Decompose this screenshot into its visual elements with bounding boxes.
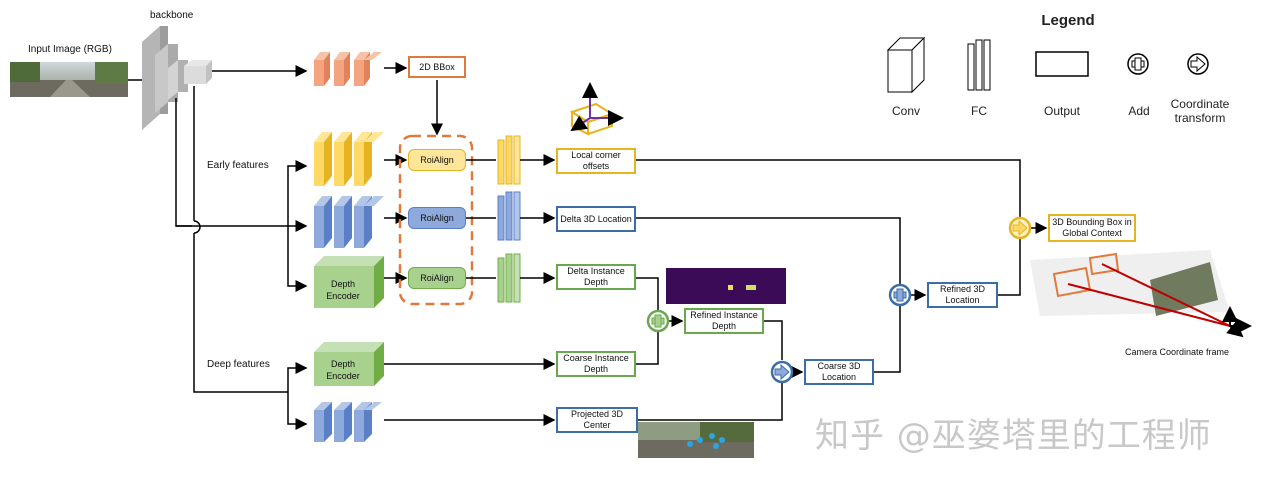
fc-yellow bbox=[497, 135, 521, 185]
conv-orange bbox=[314, 52, 382, 86]
line-center-transform bbox=[638, 382, 783, 421]
backbone-blocks bbox=[142, 26, 212, 130]
fc-green bbox=[497, 253, 521, 303]
arrow-early-yellow bbox=[287, 160, 308, 226]
line-local-to-transform bbox=[636, 159, 1021, 217]
roialign-yellow: RoiAlign bbox=[408, 149, 466, 171]
projected-center-image bbox=[638, 422, 754, 458]
legend-add-label: Add bbox=[1128, 104, 1150, 118]
line-refined-loc-transform bbox=[998, 239, 1021, 296]
early-features-label: Early features bbox=[207, 160, 269, 171]
delta-location-output: Delta 3D Location bbox=[556, 206, 636, 232]
projected-center-output: Projected 3D Center bbox=[556, 407, 638, 433]
final-3d-box-output: 3D Bounding Box in Global Context bbox=[1048, 214, 1136, 242]
corner-cube-icon bbox=[569, 82, 624, 136]
line-delta-loc-add bbox=[636, 217, 901, 284]
coordinate-transform-icon-yellow bbox=[1008, 216, 1032, 240]
depth-map-image bbox=[666, 268, 786, 304]
fc-blue bbox=[497, 191, 521, 241]
conv-blue-deep bbox=[314, 402, 382, 442]
input-image bbox=[10, 62, 128, 97]
add-icon-blue bbox=[888, 283, 912, 307]
coordinate-transform-icon-blue bbox=[770, 360, 794, 384]
line-delta-depth-add bbox=[636, 277, 659, 310]
legend-conv-label: Conv bbox=[891, 104, 920, 118]
depth-encoder-early bbox=[314, 256, 384, 308]
line-refined-transform bbox=[764, 320, 783, 360]
legend-conv-icon bbox=[886, 36, 926, 94]
roi-group bbox=[398, 134, 474, 306]
add-icon-green bbox=[646, 309, 670, 333]
depth-encoder-deep bbox=[314, 342, 384, 386]
coarse-location-output: Coarse 3D Location bbox=[804, 359, 874, 385]
line-coarse-depth-add bbox=[636, 332, 659, 365]
arrow-deep-depth bbox=[287, 362, 308, 392]
point-cloud-scene bbox=[1030, 250, 1252, 338]
legend-coord-label: Coordinate transform bbox=[1170, 97, 1230, 125]
input-label: Input Image (RGB) bbox=[28, 44, 112, 55]
legend-coordinate-transform-icon bbox=[1187, 53, 1209, 75]
depth-encoder-deep-label: Depth Encoder bbox=[326, 359, 360, 381]
arrow-early-depth bbox=[287, 226, 308, 292]
backbone-label: backbone bbox=[150, 10, 194, 21]
legend-output-icon bbox=[1035, 51, 1089, 77]
legend-fc-label: FC bbox=[971, 104, 987, 118]
bbox2d-output: 2D BBox bbox=[408, 56, 466, 78]
coarse-depth-output: Coarse Instance Depth bbox=[556, 351, 636, 377]
line-deep-branch bbox=[193, 233, 288, 393]
legend-add-icon bbox=[1127, 53, 1149, 75]
legend-fc-icon bbox=[967, 39, 991, 91]
roialign-blue: RoiAlign bbox=[408, 207, 466, 229]
legend-title: Legend bbox=[1041, 12, 1095, 29]
arrow-deep-blue bbox=[287, 392, 308, 430]
line-early-branch bbox=[175, 98, 192, 227]
conv-blue-early bbox=[314, 196, 384, 248]
line-hop bbox=[193, 220, 201, 234]
watermark: 知乎 @巫婆塔里的工程师 bbox=[815, 416, 1212, 456]
refined-depth-output: Refined Instance Depth bbox=[684, 308, 764, 334]
deep-features-label: Deep features bbox=[207, 359, 270, 370]
refined-location-output: Refined 3D Location bbox=[927, 282, 998, 308]
conv-yellow bbox=[314, 132, 384, 186]
roialign-green: RoiAlign bbox=[408, 267, 466, 289]
delta-depth-output: Delta Instance Depth bbox=[556, 264, 636, 290]
local-corner-output: Local corner offsets bbox=[556, 148, 636, 174]
depth-encoder-early-label: Depth Encoder bbox=[326, 279, 360, 301]
camera-frame-label: Camera Coordinate frame bbox=[1125, 347, 1230, 357]
line-coarse-loc-add bbox=[874, 306, 901, 373]
legend-output-label: Output bbox=[1043, 104, 1081, 118]
